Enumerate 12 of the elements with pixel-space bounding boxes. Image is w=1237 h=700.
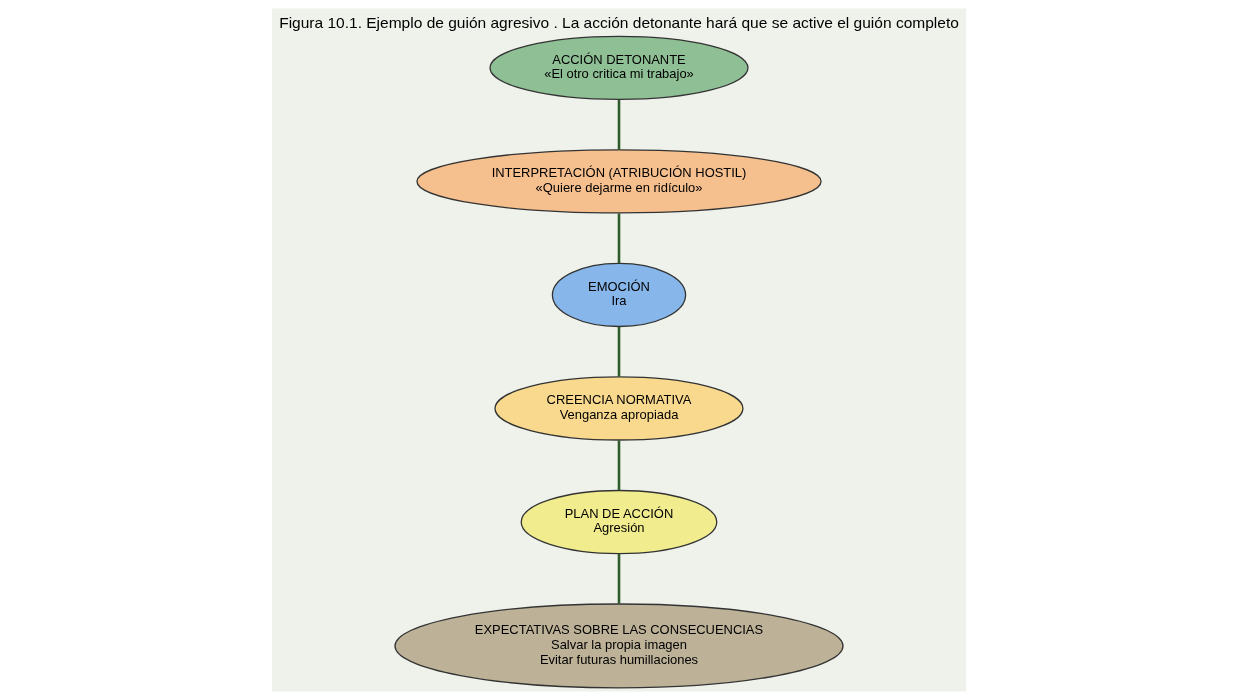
node-ellipse: INTERPRETACIÓN (ATRIBUCIÓN HOSTIL) «Quiere dejarme en ridículo» xyxy=(415,149,822,214)
node-ellipse: EXPECTATIVAS SOBRE LAS CONSECUENCIAS Salvar la propia imagen Evitar futuras humillaciones xyxy=(393,603,844,689)
connector xyxy=(617,99,620,150)
node-ellipse: ACCIÓN DETONANTE «El otro critica mi trabajo» xyxy=(488,35,749,101)
connector xyxy=(617,440,620,491)
connector xyxy=(617,554,620,604)
diagram-title: Figura 10.1. Ejemplo de guión agresivo . La acción detonante hará que se active el guión completo xyxy=(278,13,959,31)
connector xyxy=(617,326,620,377)
node-ellipse: CREENCIA NORMATIVA Venganza apropiada xyxy=(493,376,744,441)
node-ellipse: EMOCIÓN Ira xyxy=(551,262,686,328)
node-ellipse: PLAN DE ACCIÓN Agresión xyxy=(520,489,717,555)
connector xyxy=(617,213,620,264)
